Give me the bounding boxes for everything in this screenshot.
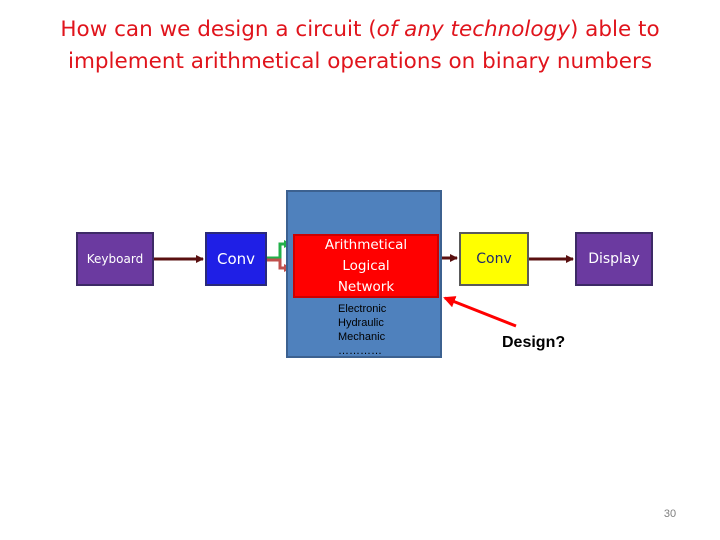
- keyboard-label: Keyboard: [86, 252, 144, 266]
- input-converter-label: Conv: [216, 250, 256, 268]
- technology-item: Electronic: [338, 303, 387, 315]
- technology-list: Electronic Hydraulic Mechanic …………: [338, 302, 386, 358]
- output-converter-label: Conv: [476, 251, 512, 267]
- output-converter-block: Conv: [459, 232, 529, 286]
- display-block: Display: [575, 232, 653, 286]
- aln-line-1: Arithmetical: [324, 236, 408, 253]
- display-label: Display: [588, 251, 640, 267]
- title-text-a: How can we design a circuit (: [60, 17, 377, 42]
- keyboard-block: Keyboard: [76, 232, 154, 286]
- arrow-conv-to-aln-pink: [267, 258, 292, 272]
- aln-line-3: Network: [337, 278, 395, 295]
- title-line-2: implement arithmetical operations on bin…: [67, 49, 653, 74]
- input-converter-block: Conv: [205, 232, 267, 286]
- technology-item: Hydraulic: [338, 317, 384, 329]
- title-line-1: How can we design a circuit (of any tech…: [0, 14, 720, 46]
- design-question-label: Design?: [502, 334, 566, 351]
- arrow-conv-to-aln-green: [267, 240, 292, 260]
- technology-item: …………: [338, 345, 382, 357]
- aln-line-2: Logical: [342, 257, 390, 274]
- slide-title: How can we design a circuit (of any tech…: [0, 14, 720, 78]
- page-number: 30: [663, 508, 677, 520]
- arithmetical-logical-network-block: Arithmetical Logical Network: [293, 234, 439, 298]
- title-italic: of any technology: [376, 17, 570, 42]
- technology-item: Mechanic: [338, 331, 386, 343]
- title-text-b: ) able to: [569, 17, 660, 42]
- arrow-design-question: [443, 296, 517, 328]
